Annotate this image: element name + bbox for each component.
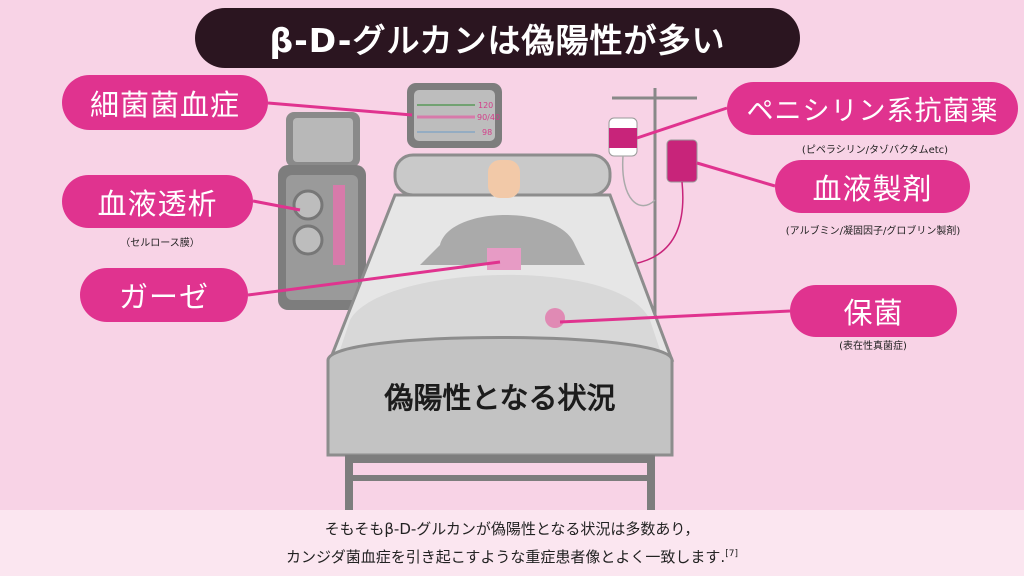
vital-monitor-icon: 120 90/40 98 [407, 83, 502, 148]
label-penicillin: ペニシリン系抗菌薬 [727, 82, 1018, 135]
reference-marker: [7] [725, 549, 738, 559]
dialysis-note: （セルロース膜） [120, 238, 200, 249]
penicillin-note: (ピペラシリン/タゾバクタムetc) [801, 145, 949, 156]
label-blood-products: 血液製剤 [775, 160, 970, 213]
page-title: β-D-グルカンは偽陽性が多い [195, 8, 800, 68]
footer-line-1: そもそもβ-D-グルカンが偽陽性となる状況は多数あり， [324, 520, 700, 538]
connector-lines [247, 101, 791, 324]
blood-products-note: (アルブミン/凝固因子/グロブリン製剤) [785, 226, 961, 237]
dialysis-machine-icon [278, 112, 366, 310]
hospital-bed-icon [326, 153, 675, 510]
footer-line-2: カンジダ菌血症を引き起こすような重症患者像とよく一致します.[7] [0, 546, 1024, 567]
bed-caption: 偽陽性となる状況 [384, 381, 616, 415]
footer: そもそもβ-D-グルカンが偽陽性となる状況は多数あり， カンジダ菌血症を引き起こ… [0, 510, 1024, 576]
label-gauze: ガーゼ [80, 268, 248, 322]
monitor-heart-rate: 120 [478, 101, 493, 110]
iv-pole-icon [589, 88, 698, 365]
label-colonization: 保菌 [790, 285, 957, 337]
footer-line-2-text: カンジダ菌血症を引き起こすような重症患者像とよく一致します. [286, 548, 726, 566]
label-bacteremia: 細菌菌血症 [62, 75, 268, 130]
label-dialysis: 血液透析 [62, 175, 253, 228]
colonization-note: (表在性真菌症) [839, 341, 907, 352]
monitor-spo2: 98 [482, 128, 492, 137]
monitor-blood-pressure: 90/40 [477, 113, 500, 122]
